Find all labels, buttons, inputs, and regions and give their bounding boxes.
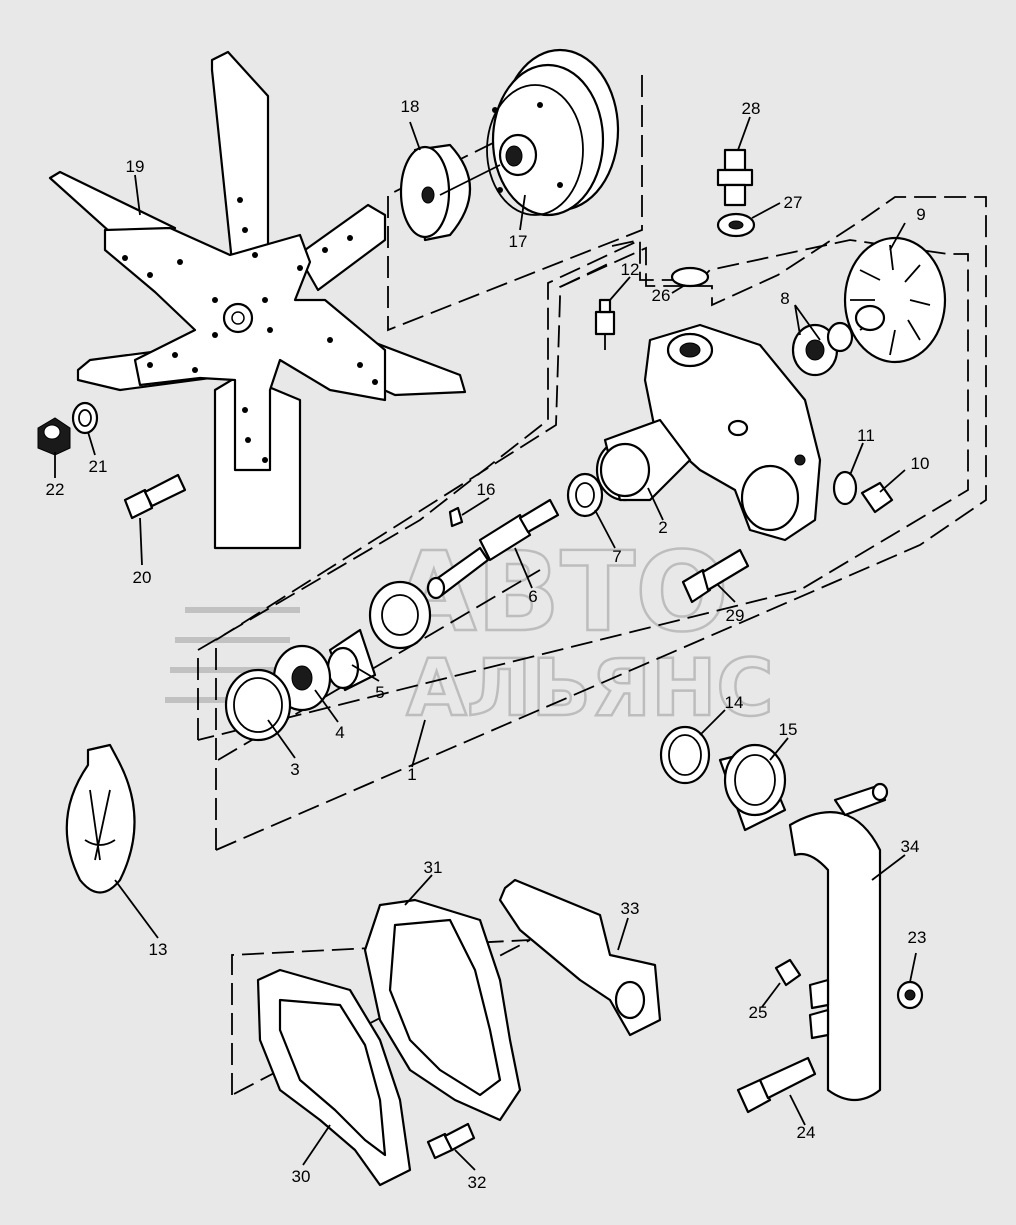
callout-3: 3 (290, 760, 299, 779)
pipe-34 (788, 782, 889, 1102)
callout-27: 27 (784, 193, 803, 212)
callout-6: 6 (528, 587, 537, 606)
callout-8: 8 (780, 289, 789, 308)
washer-27 (716, 212, 756, 238)
nut-23 (896, 980, 924, 1010)
key-16 (448, 506, 464, 528)
washer-11 (832, 470, 858, 506)
pump-housing-2 (595, 323, 822, 542)
bolt-29 (681, 548, 750, 604)
spacer-18 (399, 143, 501, 242)
impeller-9 (843, 236, 947, 364)
bag-13 (65, 743, 136, 894)
callout-20: 20 (133, 568, 152, 587)
bearing-group (224, 580, 432, 742)
callout-30: 30 (292, 1167, 311, 1186)
callout-15: 15 (779, 720, 798, 739)
nut-25 (774, 958, 802, 987)
gasket-30 (256, 968, 412, 1187)
bolt-32 (426, 1122, 476, 1160)
bolt-20 (123, 473, 187, 520)
callout-16: 16 (477, 480, 496, 499)
callout-2: 2 (658, 518, 667, 537)
hose-15 (718, 743, 787, 832)
callout-31: 31 (424, 858, 443, 877)
bolt-24 (736, 1056, 817, 1114)
sensor-12 (594, 298, 616, 350)
callout-5: 5 (375, 683, 384, 702)
callout-1: 1 (407, 765, 416, 784)
watermark: АВТО АЛЬЯНС (165, 527, 775, 735)
washer-21 (71, 401, 99, 435)
nut-22 (37, 417, 71, 456)
clamp-14 (659, 725, 711, 785)
shaft-6 (426, 498, 560, 600)
callout-14: 14 (725, 693, 744, 712)
callout-25: 25 (749, 1003, 768, 1022)
callout-23: 23 (908, 928, 927, 947)
seal-8 (791, 321, 854, 377)
callout-21: 21 (89, 457, 108, 476)
plug-10 (860, 481, 894, 514)
callout-labels: 1 2 3 4 5 6 7 8 9 10 11 12 13 14 15 16 1… (46, 97, 930, 1192)
callout-17: 17 (509, 232, 528, 251)
callout-29: 29 (726, 606, 745, 625)
callout-7: 7 (612, 547, 621, 566)
pulley-17 (486, 48, 620, 217)
callout-18: 18 (401, 97, 420, 116)
callout-34: 34 (901, 837, 920, 856)
callout-11: 11 (857, 426, 875, 445)
fitting-28 (716, 148, 754, 207)
leader-lines (54, 116, 917, 1171)
callout-26: 26 (652, 286, 671, 305)
gasket-31 (363, 898, 522, 1122)
callout-10: 10 (911, 454, 930, 473)
callout-33: 33 (621, 899, 640, 918)
callout-13: 13 (149, 940, 168, 959)
callout-32: 32 (468, 1173, 487, 1192)
callout-28: 28 (742, 99, 761, 118)
plate-33 (498, 878, 662, 1037)
callout-4: 4 (335, 723, 344, 742)
seal-26 (670, 266, 710, 288)
callout-22: 22 (46, 480, 65, 499)
callout-19: 19 (126, 157, 145, 176)
fan-19 (48, 50, 467, 550)
seal-7 (566, 472, 604, 518)
callout-24: 24 (797, 1123, 816, 1142)
callout-9: 9 (916, 205, 925, 224)
watermark-line2: АЛЬЯНС (406, 644, 773, 734)
callout-12: 12 (621, 260, 640, 279)
